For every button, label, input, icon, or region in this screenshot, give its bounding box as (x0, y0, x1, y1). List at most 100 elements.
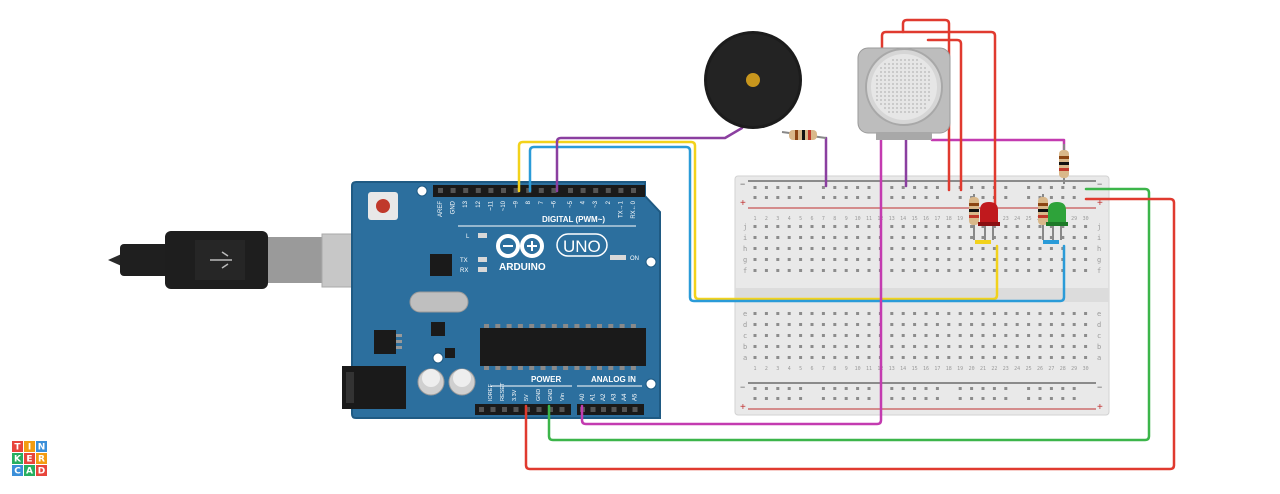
terminal-hole[interactable] (844, 356, 848, 359)
rail-hole[interactable] (913, 196, 917, 199)
terminal-hole[interactable] (958, 345, 962, 348)
terminal-hole[interactable] (913, 312, 917, 315)
resistor-sensor[interactable] (1059, 144, 1069, 184)
terminal-hole[interactable] (833, 356, 837, 359)
rail-hole[interactable] (844, 186, 848, 189)
terminal-hole[interactable] (1015, 345, 1019, 348)
terminal-hole[interactable] (1027, 247, 1031, 250)
rail-hole[interactable] (1049, 397, 1053, 400)
terminal-hole[interactable] (844, 258, 848, 261)
terminal-hole[interactable] (1072, 323, 1076, 326)
terminal-hole[interactable] (992, 258, 996, 261)
terminal-hole[interactable] (992, 345, 996, 348)
terminal-hole[interactable] (764, 356, 768, 359)
terminal-hole[interactable] (1072, 225, 1076, 228)
terminal-hole[interactable] (764, 258, 768, 261)
terminal-hole[interactable] (1061, 345, 1065, 348)
terminal-hole[interactable] (1027, 236, 1031, 239)
terminal-hole[interactable] (981, 236, 985, 239)
terminal-hole[interactable] (1027, 356, 1031, 359)
digital-pin[interactable] (605, 188, 611, 193)
terminal-hole[interactable] (753, 345, 757, 348)
rail-hole[interactable] (1027, 196, 1031, 199)
terminal-hole[interactable] (821, 269, 825, 272)
rail-hole[interactable] (913, 387, 917, 390)
terminal-hole[interactable] (913, 225, 917, 228)
terminal-hole[interactable] (867, 225, 871, 228)
analog-pin[interactable] (590, 407, 596, 412)
terminal-hole[interactable] (1049, 345, 1053, 348)
terminal-hole[interactable] (935, 269, 939, 272)
terminal-hole[interactable] (913, 247, 917, 250)
rail-hole[interactable] (970, 186, 974, 189)
terminal-hole[interactable] (821, 247, 825, 250)
terminal-hole[interactable] (1049, 356, 1053, 359)
terminal-hole[interactable] (856, 334, 860, 337)
terminal-hole[interactable] (799, 225, 803, 228)
terminal-hole[interactable] (1072, 247, 1076, 250)
terminal-hole[interactable] (821, 356, 825, 359)
terminal-hole[interactable] (856, 345, 860, 348)
terminal-hole[interactable] (856, 356, 860, 359)
rail-hole[interactable] (890, 387, 894, 390)
rail-hole[interactable] (890, 186, 894, 189)
terminal-hole[interactable] (958, 258, 962, 261)
terminal-hole[interactable] (764, 334, 768, 337)
rail-hole[interactable] (776, 186, 780, 189)
terminal-hole[interactable] (913, 323, 917, 326)
terminal-hole[interactable] (1072, 269, 1076, 272)
terminal-hole[interactable] (924, 345, 928, 348)
terminal-hole[interactable] (1027, 225, 1031, 228)
rail-hole[interactable] (992, 397, 996, 400)
rail-hole[interactable] (764, 387, 768, 390)
terminal-hole[interactable] (1061, 236, 1065, 239)
rail-hole[interactable] (1061, 387, 1065, 390)
terminal-hole[interactable] (901, 323, 905, 326)
terminal-hole[interactable] (753, 258, 757, 261)
digital-pin[interactable] (450, 188, 456, 193)
rail-hole[interactable] (935, 196, 939, 199)
digital-pin[interactable] (538, 188, 544, 193)
terminal-hole[interactable] (856, 225, 860, 228)
rail-hole[interactable] (1072, 387, 1076, 390)
rail-hole[interactable] (935, 397, 939, 400)
terminal-hole[interactable] (1084, 334, 1088, 337)
terminal-hole[interactable] (970, 345, 974, 348)
terminal-hole[interactable] (1084, 258, 1088, 261)
rail-hole[interactable] (1049, 186, 1053, 189)
rail-hole[interactable] (901, 397, 905, 400)
terminal-hole[interactable] (1061, 334, 1065, 337)
terminal-hole[interactable] (981, 247, 985, 250)
terminal-hole[interactable] (1015, 323, 1019, 326)
terminal-hole[interactable] (981, 225, 985, 228)
terminal-hole[interactable] (1027, 258, 1031, 261)
terminal-hole[interactable] (776, 247, 780, 250)
rail-hole[interactable] (821, 387, 825, 390)
terminal-hole[interactable] (1038, 258, 1042, 261)
rail-hole[interactable] (924, 397, 928, 400)
terminal-hole[interactable] (787, 312, 791, 315)
terminal-hole[interactable] (810, 323, 814, 326)
terminal-hole[interactable] (901, 356, 905, 359)
terminal-hole[interactable] (867, 269, 871, 272)
rail-hole[interactable] (1027, 186, 1031, 189)
rail-hole[interactable] (787, 186, 791, 189)
terminal-hole[interactable] (833, 312, 837, 315)
terminal-hole[interactable] (821, 236, 825, 239)
rail-hole[interactable] (890, 397, 894, 400)
rail-hole[interactable] (787, 397, 791, 400)
digital-pin[interactable] (513, 188, 519, 193)
terminal-hole[interactable] (913, 345, 917, 348)
terminal-hole[interactable] (1027, 312, 1031, 315)
terminal-hole[interactable] (764, 345, 768, 348)
terminal-hole[interactable] (947, 345, 951, 348)
rail-hole[interactable] (1038, 186, 1042, 189)
terminal-hole[interactable] (1004, 236, 1008, 239)
piezo-buzzer[interactable] (704, 31, 802, 129)
rail-hole[interactable] (799, 196, 803, 199)
digital-pin[interactable] (438, 188, 443, 193)
terminal-hole[interactable] (1004, 334, 1008, 337)
terminal-hole[interactable] (844, 247, 848, 250)
terminal-hole[interactable] (901, 258, 905, 261)
terminal-hole[interactable] (1049, 247, 1053, 250)
